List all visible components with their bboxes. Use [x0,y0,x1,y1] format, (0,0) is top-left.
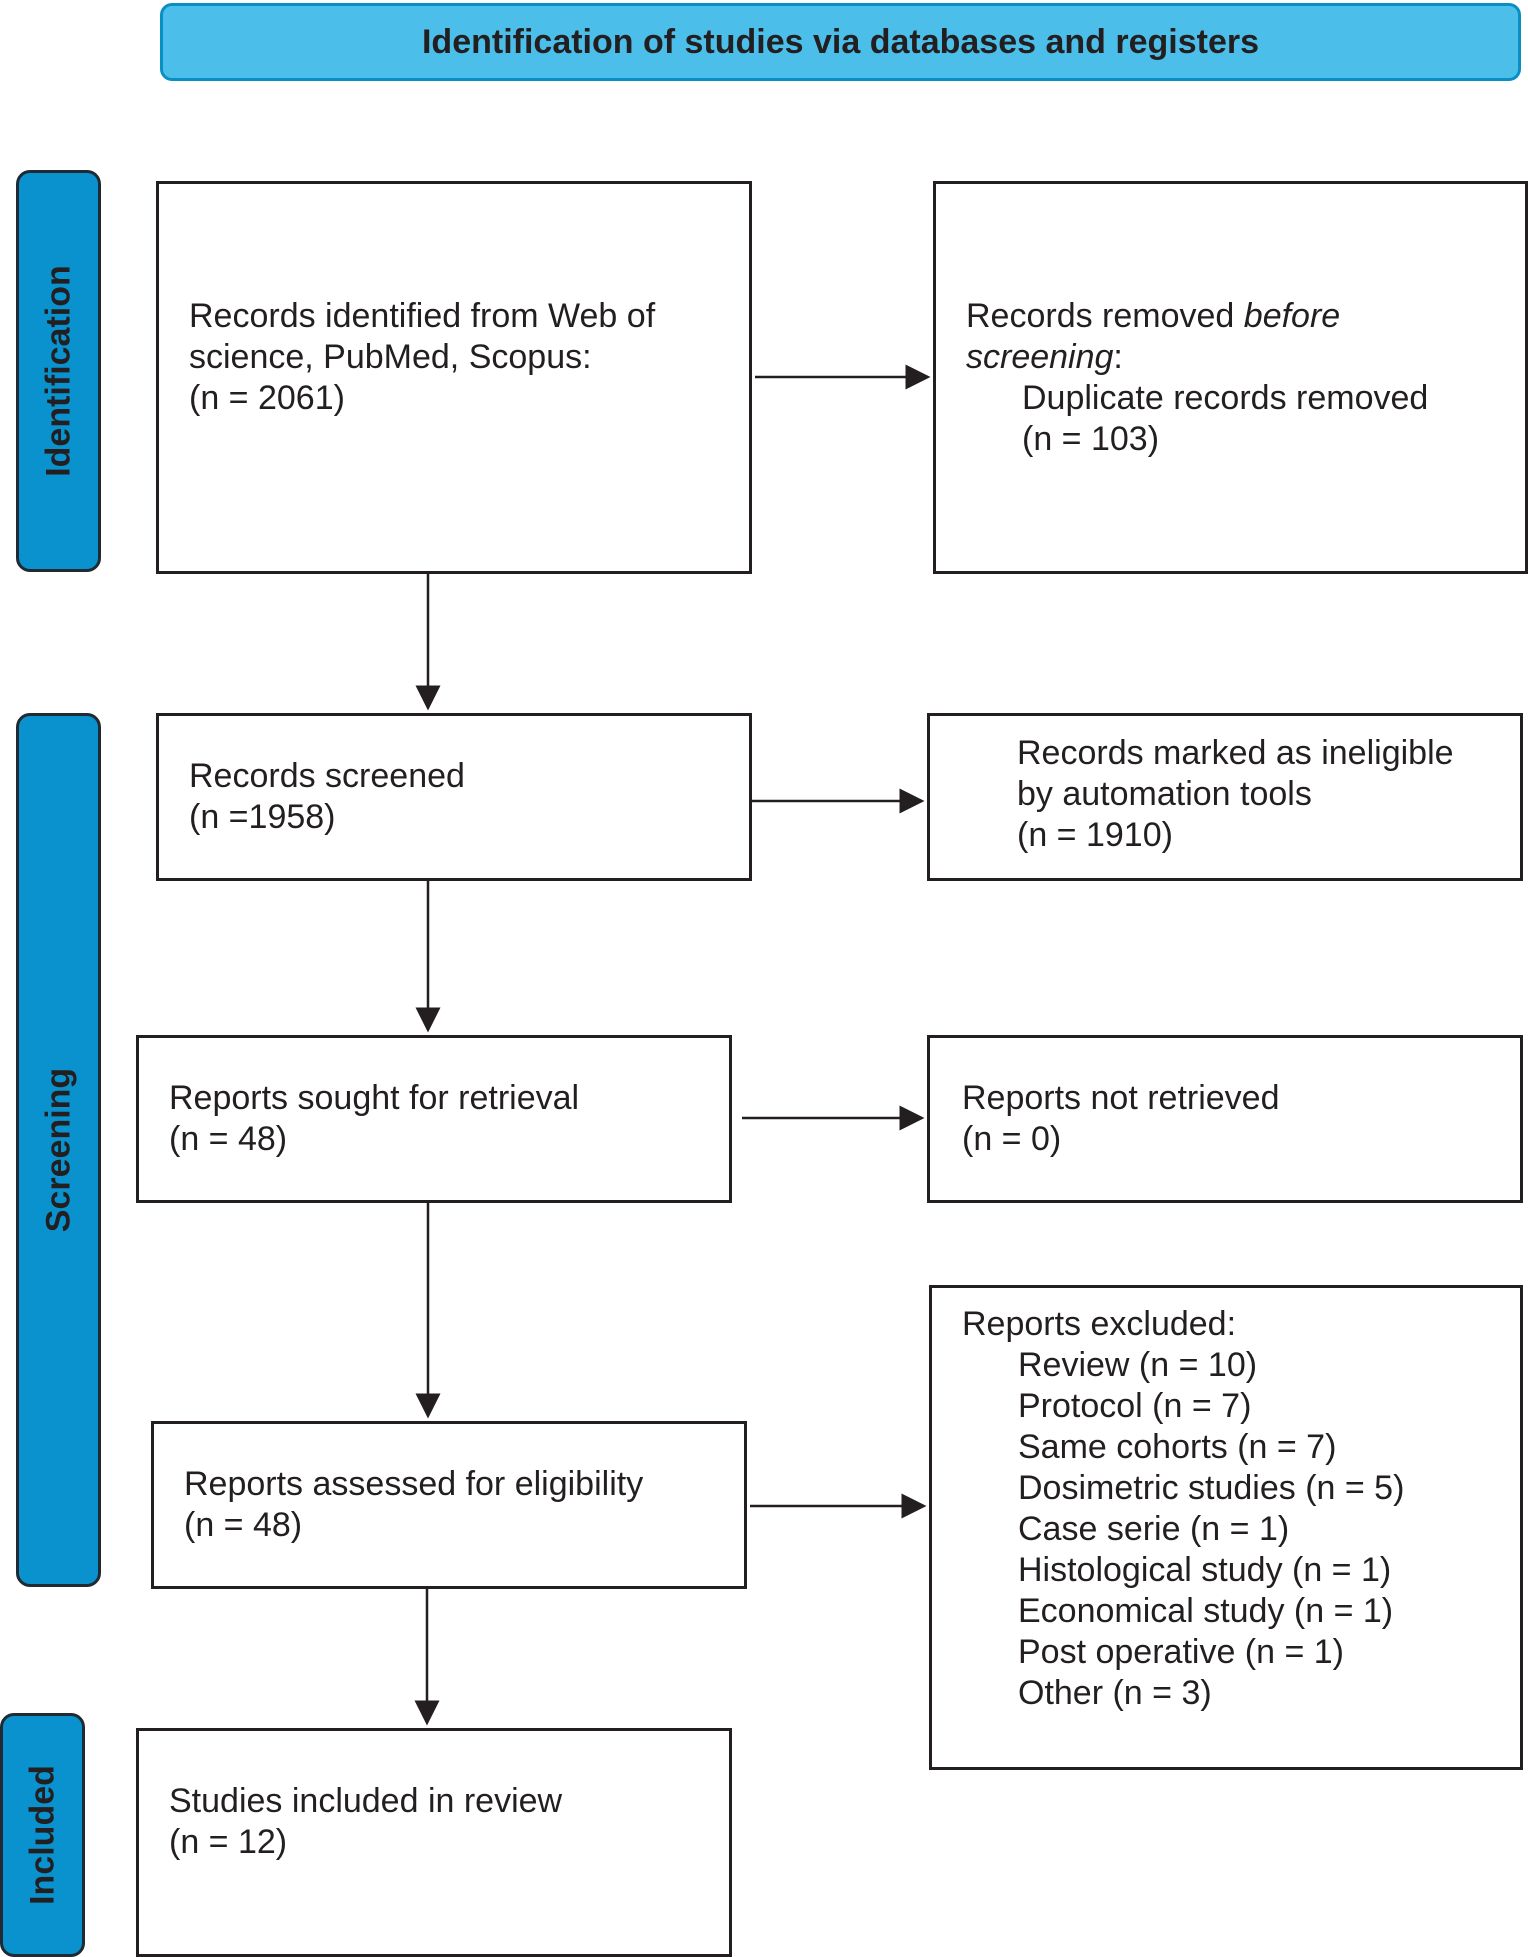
excluded-item-other: Other (n = 3) [1018,1674,1212,1712]
reports-not-retrieved-count: (n = 0) [962,1120,1062,1158]
records-ineligible-line-2: by automation tools [1017,775,1312,813]
box-records-removed: Records removed before screening: Duplic… [933,181,1528,574]
reports-sought-count: (n = 48) [169,1120,288,1158]
records-removed-sublabel: Duplicate records removed [1022,379,1429,417]
studies-included-count: (n = 12) [169,1823,288,1861]
records-removed-label-italic: before [1243,297,1341,335]
records-removed-label: Records removed [966,297,1244,335]
excluded-item-dosimetric: Dosimetric studies (n = 5) [1018,1469,1405,1507]
box-records-ineligible: Records marked as ineligible by automati… [927,713,1523,881]
reports-assessed-label: Reports assessed for eligibility [184,1465,644,1503]
box-studies-included: Studies included in review (n = 12) [136,1728,732,1957]
records-removed-label-suffix: : [1113,338,1123,376]
excluded-item-histological: Histological study (n = 1) [1018,1551,1392,1589]
records-ineligible-count: (n = 1910) [1017,816,1173,854]
records-removed-label-italic-2: screening [966,338,1114,376]
studies-included-label: Studies included in review [169,1782,563,1820]
phase-screening: Screening [16,713,101,1587]
phase-included: Included [0,1713,85,1957]
reports-sought-label: Reports sought for retrieval [169,1079,580,1117]
excluded-item-review: Review (n = 10) [1018,1346,1258,1384]
excluded-item-same-cohorts: Same cohorts (n = 7) [1018,1428,1337,1466]
reports-not-retrieved-label: Reports not retrieved [962,1079,1280,1117]
reports-assessed-count: (n = 48) [184,1506,303,1544]
records-screened-label: Records screened [189,757,465,795]
excluded-item-protocol: Protocol (n = 7) [1018,1387,1252,1425]
box-records-identified: Records identified from Web of science, … [156,181,752,574]
phase-identification: Identification [16,170,101,572]
records-identified-line-1: Records identified from Web of [189,297,656,335]
records-identified-count: (n = 2061) [189,379,345,417]
excluded-item-economical: Economical study (n = 1) [1018,1592,1394,1630]
box-reports-not-retrieved: Reports not retrieved (n = 0) [927,1035,1523,1203]
box-records-screened: Records screened (n =1958) [156,713,752,881]
excluded-item-case-serie: Case serie (n = 1) [1018,1510,1290,1548]
records-identified-line-2: science, PubMed, Scopus: [189,338,592,376]
reports-excluded-title: Reports excluded: [962,1305,1237,1343]
box-reports-assessed: Reports assessed for eligibility (n = 48… [151,1421,747,1589]
records-ineligible-line-1: Records marked as ineligible [1017,734,1454,772]
records-removed-count: (n = 103) [1022,420,1160,458]
header-title: Identification of studies via databases … [421,22,1260,61]
header-banner: Identification of studies via databases … [160,3,1521,81]
excluded-item-post-operative: Post operative (n = 1) [1018,1633,1345,1671]
box-reports-sought: Reports sought for retrieval (n = 48) [136,1035,732,1203]
records-screened-count: (n =1958) [189,798,336,836]
box-reports-excluded: Reports excluded: Review (n = 10) Protoc… [929,1285,1523,1770]
